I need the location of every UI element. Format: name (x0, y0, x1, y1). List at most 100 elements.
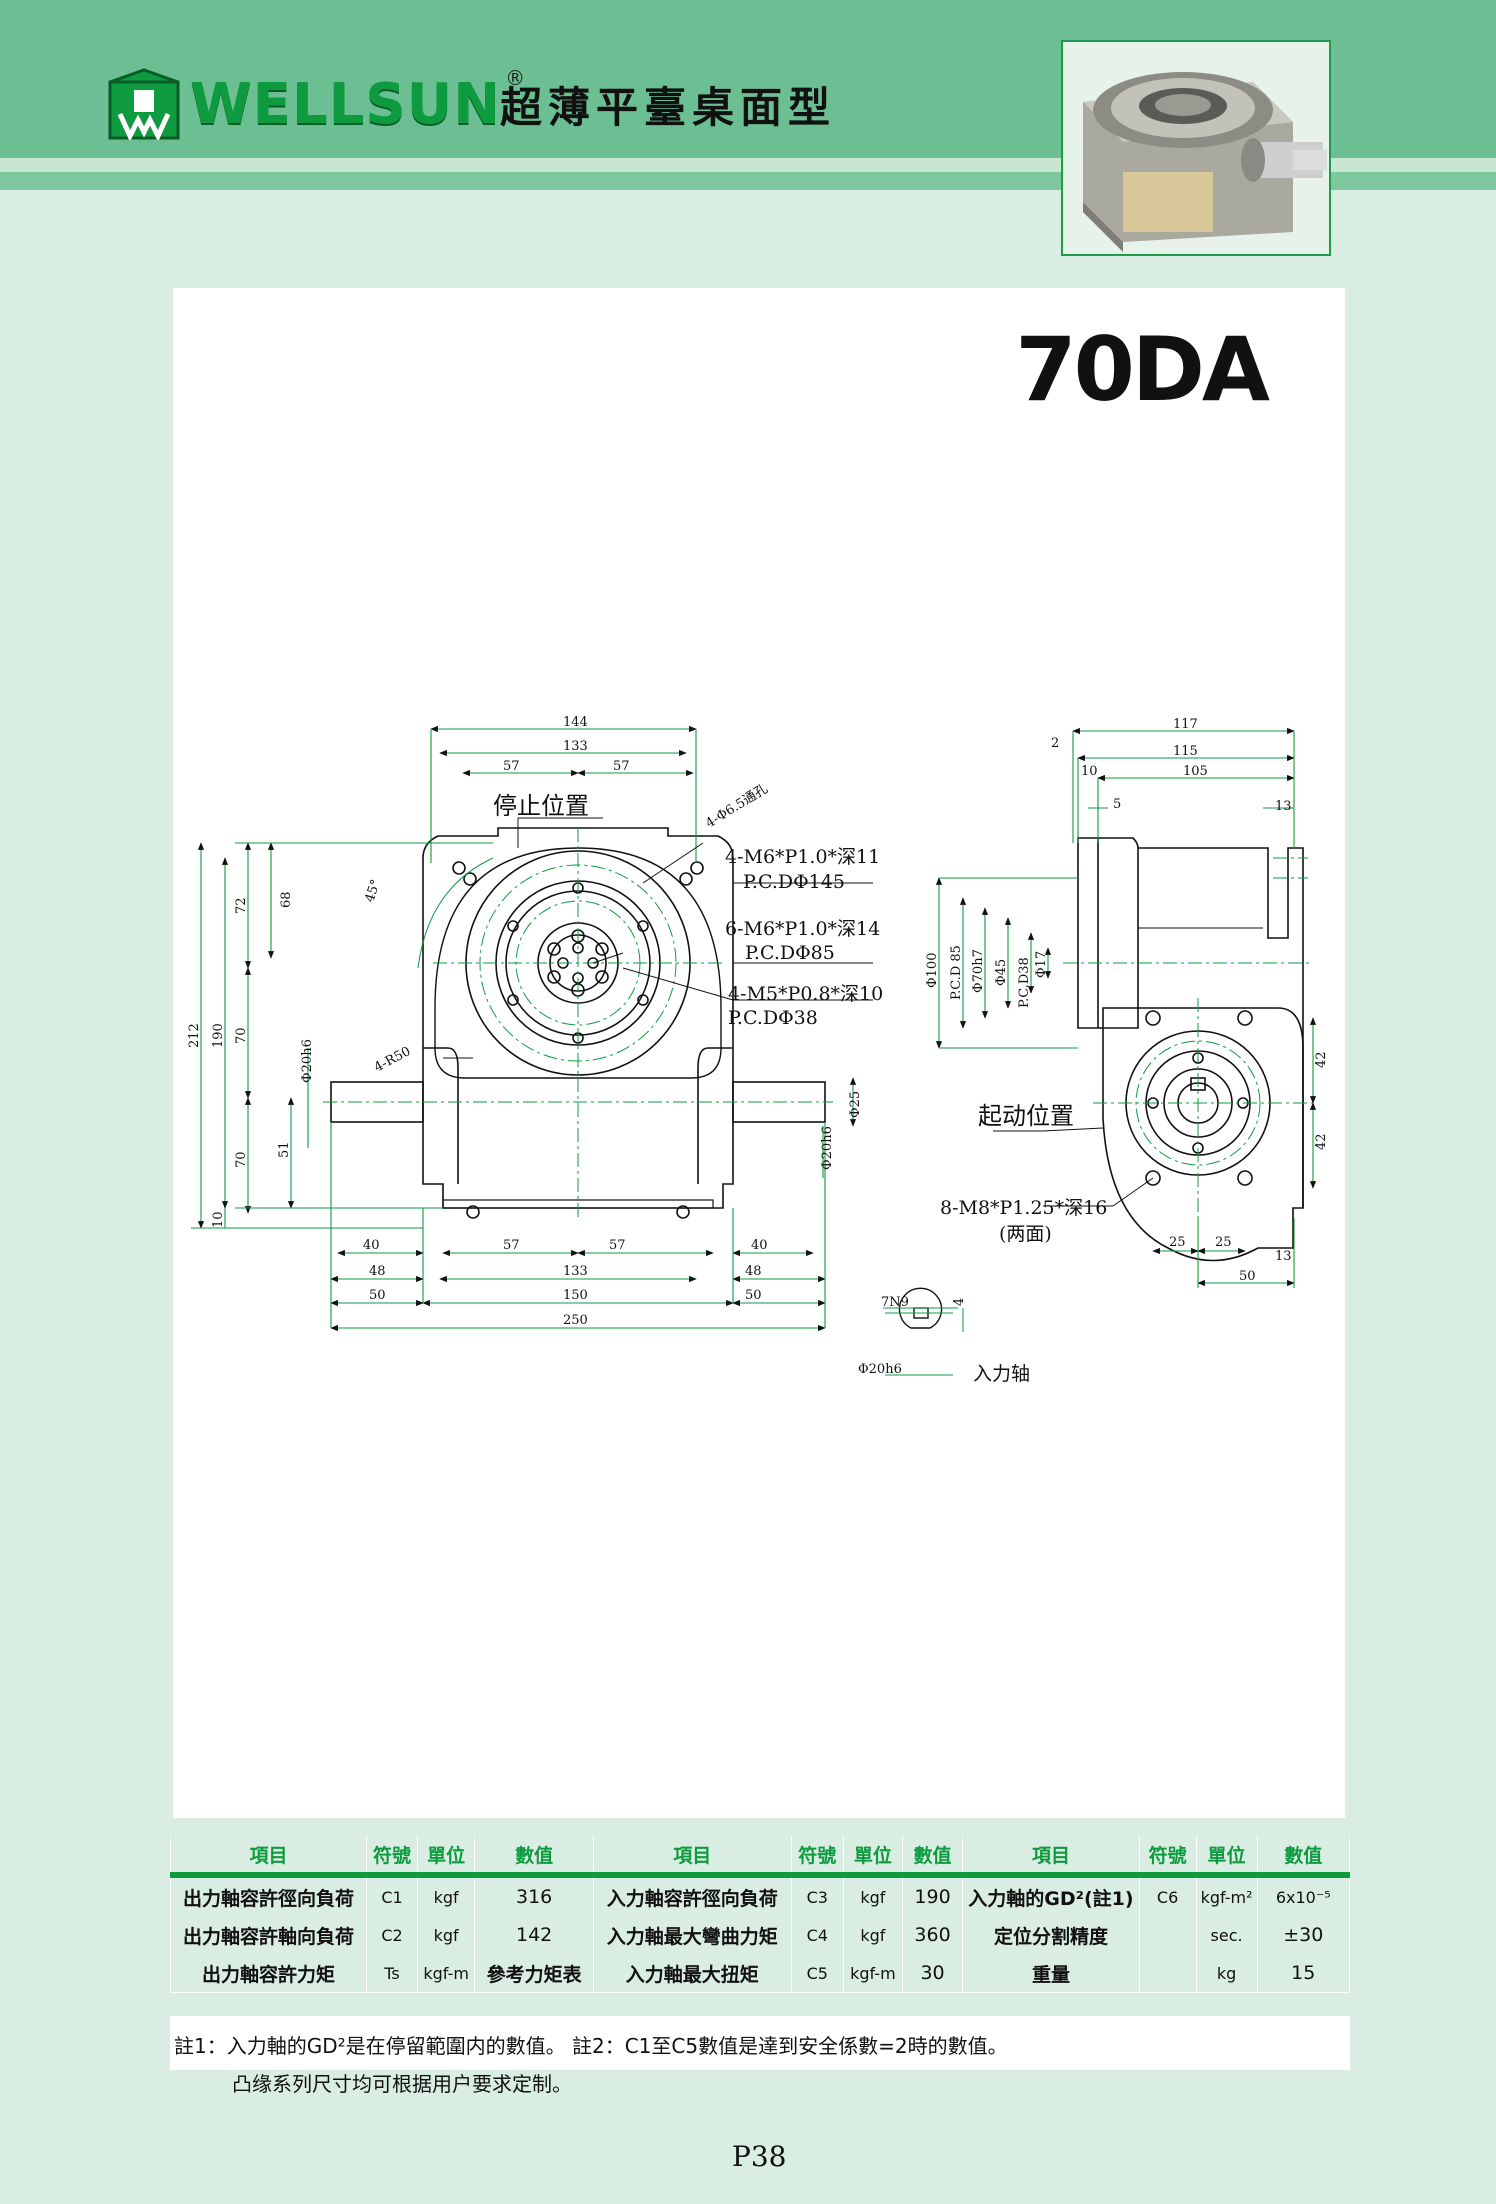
pcd85-label: P.C.DΦ85 (745, 942, 835, 964)
dim-13-bottom: 13 (1275, 1249, 1292, 1264)
header-symbol-2: 符號 (790, 1836, 844, 1875)
registered-mark: ® (505, 66, 526, 90)
spec-row: 出力軸容許力矩 Ts kgf-m 參考力矩表 入力軸最大扭矩 C5 kgf-m … (169, 1954, 1351, 1993)
spec-cell: C3 (790, 1875, 844, 1916)
drawing-panel: 70DA (173, 288, 1345, 1818)
keyway-depth-label: 4 (952, 1298, 967, 1306)
m6-11-label: 4-M6*P1.0*深11 (725, 846, 880, 868)
spec-cell: 出力軸容許力矩 (169, 1954, 368, 1993)
input-shaft-label: 入力轴 (973, 1363, 1030, 1385)
both-sides-label: (两面) (999, 1223, 1052, 1245)
spec-cell: kgf (416, 1916, 476, 1954)
dim-51: 51 (277, 1141, 292, 1158)
dim-25: Φ25 (848, 1091, 863, 1118)
through-hole-label: 4-Φ6.5通孔 (703, 782, 770, 832)
spec-cell: 360 (901, 1916, 964, 1954)
start-position-label: 起动位置 (978, 1102, 1074, 1130)
dim-105: 105 (1183, 764, 1208, 779)
m6-14-label: 6-M6*P1.0*深14 (725, 918, 880, 940)
stop-position-label: 停止位置 (493, 792, 589, 820)
spec-cell: 316 (474, 1875, 594, 1916)
footnote: 註1：入力軸的GD²是在停留範圍内的數值。 註2：C1至C5數值是達到安全係數=… (174, 2034, 1008, 2058)
dim-150: 150 (563, 1288, 588, 1303)
spec-cell: kgf (416, 1875, 476, 1916)
dim-72: 72 (234, 897, 249, 914)
front-view-labels: 144 133 57 57 212 190 72 68 70 70 51 10 … (187, 715, 883, 1328)
spec-cell: ±30 (1256, 1916, 1351, 1954)
wellsun-logo-icon (108, 68, 180, 140)
dim-10: 10 (1081, 764, 1098, 779)
dim-133-bottom: 133 (563, 1264, 588, 1279)
spec-cell: Ts (366, 1954, 418, 1993)
dim-144: 144 (563, 715, 588, 730)
dim-42-a: 42 (1314, 1051, 1329, 1068)
header-unit-1: 單位 (416, 1836, 476, 1875)
header-symbol-1: 符號 (366, 1836, 418, 1875)
header-value-1: 數值 (474, 1836, 594, 1875)
product-photo (1061, 40, 1331, 256)
dim-pcd85: P.C.D 85 (949, 945, 964, 1000)
spec-cell: 出力軸容許徑向負荷 (169, 1875, 368, 1916)
dim-42-b: 42 (1314, 1133, 1329, 1150)
dim-117: 117 (1173, 717, 1198, 732)
input-shaft-detail: 7N9 4 Φ20h6 入力轴 (858, 1287, 1030, 1385)
keyway-label: 7N9 (881, 1295, 909, 1310)
header-symbol-3: 符號 (1138, 1836, 1197, 1875)
spec-cell: kgf-m (416, 1954, 476, 1993)
dim-25-a: 25 (1169, 1235, 1186, 1250)
dim-50-right: 50 (745, 1288, 762, 1303)
dim-115: 115 (1173, 744, 1198, 759)
m8-label: 8-M8*P1.25*深16 (940, 1197, 1107, 1219)
spec-header-row: 項目 符號 單位 數值 項目 符號 單位 數值 項目 符號 單位 數值 (169, 1836, 1351, 1875)
spec-cell: 重量 (962, 1954, 1140, 1993)
dim-100: Φ100 (925, 953, 940, 988)
spec-cell: kg (1195, 1954, 1258, 1993)
spec-cell: 參考力矩表 (474, 1954, 594, 1993)
page-title: 超薄平臺桌面型 (500, 83, 837, 132)
spec-cell (1138, 1954, 1197, 1993)
spec-cell: 入力軸最大扭矩 (592, 1954, 792, 1993)
pcd38-label: P.C.DΦ38 (728, 1007, 818, 1029)
spec-cell: kgf (842, 1875, 903, 1916)
spec-cell: kgf-m (842, 1954, 903, 1993)
header-unit-3: 單位 (1195, 1836, 1258, 1875)
dim-45: Φ45 (994, 959, 1009, 986)
spec-cell: C4 (790, 1916, 844, 1954)
spec-row: 出力軸容許徑向負荷 C1 kgf 316 入力軸容許徑向負荷 C3 kgf 19… (169, 1875, 1351, 1916)
header-item-2: 項目 (592, 1836, 792, 1875)
notes-box: 註1：入力軸的GD²是在停留範圍内的數值。 註2：C1至C5數值是達到安全係數=… (170, 2016, 1350, 2070)
header-value-2: 數值 (901, 1836, 964, 1875)
spec-cell: 出力軸容許軸向負荷 (169, 1916, 368, 1954)
dim-13-top: 13 (1275, 799, 1292, 814)
spec-cell: 入力軸容許徑向負荷 (592, 1875, 792, 1916)
dim-70-a: 70 (234, 1027, 249, 1044)
spec-cell (1138, 1916, 1197, 1954)
spec-cell: 6x10⁻⁵ (1256, 1875, 1351, 1916)
dim-angle-45: 45° (363, 878, 384, 905)
spec-cell: 入力軸最大彎曲力矩 (592, 1916, 792, 1954)
dim-57-top-right: 57 (613, 759, 630, 774)
page-number: P38 (732, 2140, 787, 2173)
dim-17: Φ17 (1034, 951, 1049, 978)
spec-cell: C1 (366, 1875, 418, 1916)
dim-20h6-left: Φ20h6 (300, 1039, 315, 1083)
spec-cell: 入力軸的GD²(註1) (962, 1875, 1140, 1916)
dim-48-left: 48 (369, 1264, 386, 1279)
dim-190: 190 (211, 1023, 226, 1048)
dim-48-right: 48 (745, 1264, 762, 1279)
spec-cell: 15 (1256, 1954, 1351, 1993)
dim-133-top: 133 (563, 739, 588, 754)
spec-cell: kgf (842, 1916, 903, 1954)
brand-name: WELLSUN (190, 71, 502, 137)
model-name: 70DA (1015, 318, 1270, 421)
dim-57-bottom-left: 57 (503, 1238, 520, 1253)
header-item-1: 項目 (169, 1836, 368, 1875)
pcd145-label: P.C.DΦ145 (743, 871, 845, 893)
technical-drawing: 144 133 57 57 212 190 72 68 70 70 51 10 … (187, 715, 1329, 1385)
dim-20h6-right: Φ20h6 (820, 1126, 835, 1170)
brand-logo: WELLSUN ® (108, 64, 525, 144)
spec-cell: 定位分割精度 (962, 1916, 1140, 1954)
spec-cell: C5 (790, 1954, 844, 1993)
spec-cell: sec. (1195, 1916, 1258, 1954)
dim-57-top-left: 57 (503, 759, 520, 774)
